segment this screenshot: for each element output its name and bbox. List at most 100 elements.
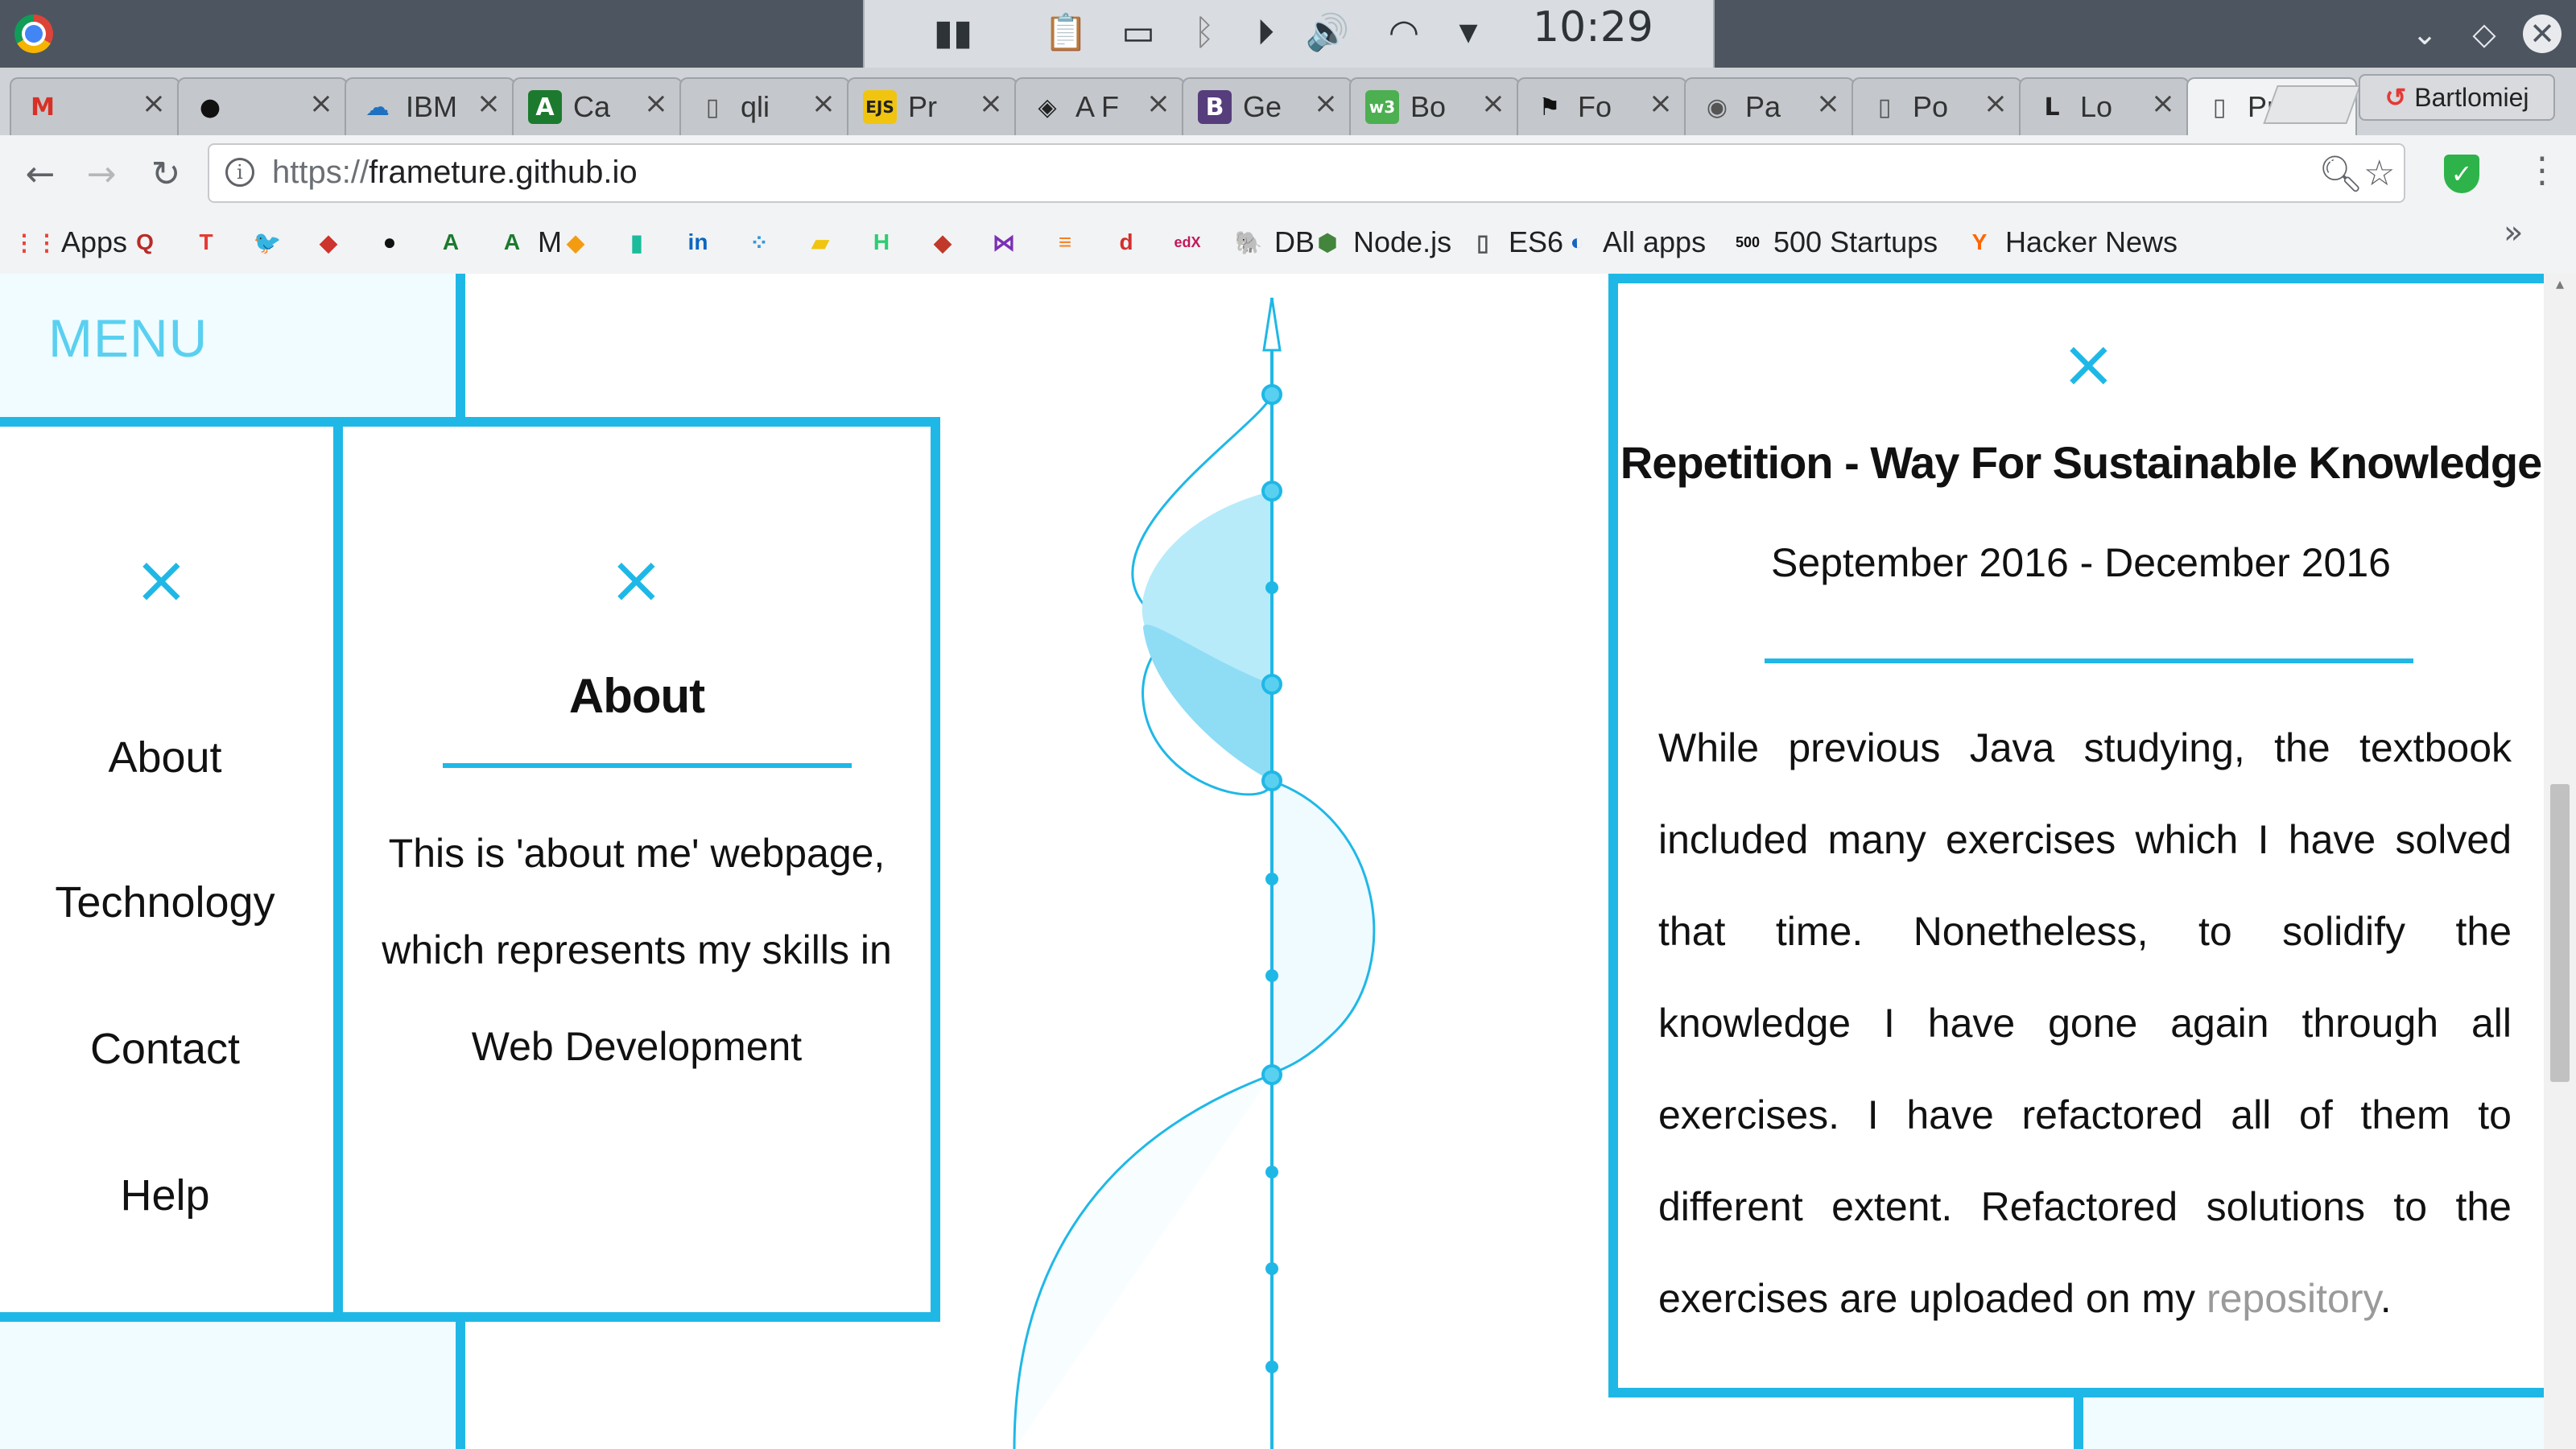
timeline-dot[interactable]	[1265, 1262, 1278, 1275]
address-bar[interactable]: i https://frameture.github.io 🔍︎ ☆	[208, 143, 2405, 203]
battery-icon[interactable]: ▭	[1121, 11, 1155, 53]
bookmark-item[interactable]: ◆	[927, 221, 968, 264]
pager-icon[interactable]: ▮▮	[933, 11, 973, 53]
divider-line	[456, 274, 465, 419]
repository-link[interactable]: repository	[2206, 1276, 2380, 1321]
new-tab-button[interactable]	[2263, 85, 2361, 124]
timeline-node[interactable]	[1261, 674, 1282, 695]
site-info-icon[interactable]: i	[225, 158, 254, 187]
tab-close-icon[interactable]: ×	[1480, 87, 1505, 120]
scroll-thumb[interactable]	[2550, 784, 2570, 1082]
bookmark-item[interactable]: d	[1110, 221, 1152, 264]
bookmark-item[interactable]: ⁘	[743, 221, 785, 264]
tab[interactable]: ●×	[177, 77, 348, 135]
bookmark-item[interactable]: ⋈	[988, 221, 1030, 264]
close-icon[interactable]: ×	[134, 542, 189, 618]
bookmark-item[interactable]: ▰	[804, 221, 846, 264]
timeline-node[interactable]	[1261, 770, 1282, 791]
reload-icon[interactable]: ↻	[151, 153, 181, 195]
wifi-icon[interactable]: ◠	[1388, 11, 1420, 53]
menu-title[interactable]: MENU	[48, 308, 208, 368]
tab[interactable]: ▯qli×	[679, 77, 850, 135]
timeline-node[interactable]	[1261, 481, 1282, 502]
bookmark-item[interactable]: ●	[374, 221, 415, 264]
tab-close-icon[interactable]: ×	[643, 87, 668, 120]
zoom-icon[interactable]: 🔍︎	[2318, 154, 2363, 195]
tab-close-icon[interactable]: ×	[978, 87, 1003, 120]
bookmark-item[interactable]: H	[865, 221, 907, 264]
shield-extension-icon[interactable]: ✓	[2444, 155, 2479, 193]
timeline-dot[interactable]	[1265, 1360, 1278, 1373]
bluetooth-icon[interactable]: ᛒ	[1193, 11, 1216, 53]
bookmark-item[interactable]: 🐦	[251, 221, 293, 264]
url-text[interactable]: https://frameture.github.io	[272, 155, 638, 191]
tab-close-icon[interactable]: ×	[1648, 87, 1673, 120]
back-icon[interactable]: ←	[25, 153, 56, 195]
bookmark-item[interactable]: ◐All apps	[1561, 221, 1707, 264]
tab-close-icon[interactable]: ×	[1146, 87, 1170, 120]
tab-close-icon[interactable]: ×	[811, 87, 836, 120]
tab-close-icon[interactable]: ×	[1815, 87, 1840, 120]
forward-icon[interactable]: →	[86, 153, 117, 195]
tab-close-icon[interactable]: ×	[308, 87, 333, 120]
maximize-icon[interactable]: ◇	[2472, 16, 2496, 52]
close-icon[interactable]: ×	[2061, 326, 2116, 402]
timeline-dot[interactable]	[1265, 581, 1278, 594]
bookmark-item[interactable]: in	[682, 221, 724, 264]
tab-close-icon[interactable]: ×	[141, 87, 166, 120]
tab[interactable]: ◉Pa×	[1684, 77, 1855, 135]
bookmark-item[interactable]: ⋮⋮Apps	[13, 221, 127, 264]
chrome-icon[interactable]	[14, 14, 53, 53]
tab[interactable]: ▯Po×	[1852, 77, 2022, 135]
close-window-icon[interactable]: ✕	[2523, 14, 2562, 53]
timeline-node[interactable]	[1261, 1064, 1282, 1085]
tab-close-icon[interactable]: ×	[1983, 87, 2008, 120]
bookmark-item[interactable]: ≡	[1049, 221, 1091, 264]
bookmark-item[interactable]: ◆	[312, 221, 354, 264]
volume-icon[interactable]: 🔊	[1305, 12, 1350, 53]
tab[interactable]: ◈A F×	[1014, 77, 1185, 135]
bookmark-item[interactable]: ▯ES6	[1467, 221, 1563, 264]
tab[interactable]: ☁IBM×	[345, 77, 515, 135]
bookmark-item[interactable]: T	[190, 221, 232, 264]
tab-close-icon[interactable]: ×	[1313, 87, 1338, 120]
bookmarks-overflow-icon[interactable]: »	[2504, 214, 2524, 251]
tab-close-icon[interactable]: ×	[2150, 87, 2175, 120]
bookmark-item[interactable]: ▮	[621, 221, 663, 264]
bookmark-item[interactable]: A	[435, 221, 477, 264]
nav-item-contact[interactable]: Contact	[89, 1025, 241, 1073]
bookmark-star-icon[interactable]: ☆	[2363, 153, 2396, 194]
tab-close-icon[interactable]: ×	[476, 87, 501, 120]
profile-button[interactable]: ↺Bartlomiej	[2359, 74, 2555, 121]
tab[interactable]: ⚑Fo×	[1517, 77, 1687, 135]
scroll-up-icon[interactable]: ▴	[2555, 274, 2565, 293]
close-icon[interactable]: ×	[609, 542, 664, 618]
bookmark-item[interactable]: 🐘DB	[1232, 221, 1315, 264]
media-play-icon[interactable]: ⏵	[1257, 11, 1274, 53]
timeline-dot[interactable]	[1265, 969, 1278, 982]
timeline-dot[interactable]	[1265, 1166, 1278, 1179]
bookmark-item[interactable]: Q	[129, 221, 171, 264]
page-scrollbar[interactable]: ▴	[2544, 274, 2576, 1449]
tray-expand-icon[interactable]: ▼	[1459, 18, 1478, 47]
tab[interactable]: M×	[10, 77, 180, 135]
nav-item-help[interactable]: Help	[120, 1171, 210, 1220]
timeline-node[interactable]	[1261, 384, 1282, 405]
bookmark-item[interactable]: edX	[1171, 221, 1213, 264]
minimize-icon[interactable]: ⌄	[2412, 16, 2438, 52]
nav-item-about[interactable]: About	[108, 733, 222, 782]
clipboard-icon[interactable]: 📋	[1043, 12, 1088, 53]
more-menu-icon[interactable]: ⋮	[2524, 150, 2560, 191]
bookmark-item[interactable]: ⬢Node.js	[1311, 221, 1451, 264]
nav-item-technology[interactable]: Technology	[55, 878, 275, 927]
bookmark-item[interactable]: ◆	[559, 221, 601, 264]
timeline-dot[interactable]	[1265, 873, 1278, 886]
